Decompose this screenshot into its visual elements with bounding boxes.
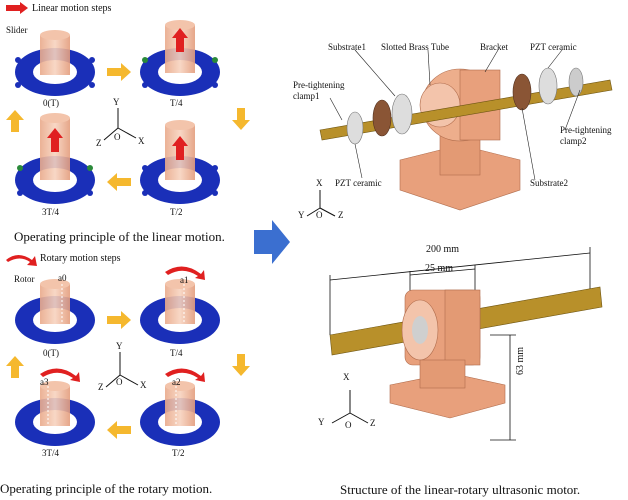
linear-legend-label: Linear motion steps [32, 3, 112, 14]
legend-curved-arrow-icon [6, 255, 37, 266]
axis-x-label: X [138, 136, 145, 146]
step-label: T/4 [170, 98, 183, 108]
step-label: 0(T) [43, 98, 59, 108]
linear-step-1 [140, 20, 220, 96]
step-arrow-up-icon [6, 356, 24, 378]
rotary-legend-label: Rotary motion steps [40, 253, 121, 264]
rotary-axes-icon [105, 352, 139, 388]
dimension-axes-icon [331, 390, 369, 424]
slider-label: Slider [6, 25, 28, 35]
bracket-label: Bracket [480, 42, 508, 52]
motor-exploded-view [306, 49, 613, 217]
step-arrow-left-icon [107, 173, 131, 191]
step-arrow-down-icon [232, 354, 250, 376]
slotted-tube-label: Slotted Brass Tube [381, 42, 450, 52]
length-dimension: 200 mm [426, 244, 460, 255]
linear-caption: Operating principle of the linear motion… [14, 229, 225, 244]
width-dimension: 25 mm [425, 263, 454, 274]
axis-x-label: X [316, 178, 323, 188]
rotary-step-3 [15, 368, 95, 446]
axis-o-label: O [114, 132, 121, 142]
up-arrow-icon [47, 128, 63, 152]
axis-x-label: X [140, 380, 147, 390]
step-label: T/2 [170, 207, 183, 217]
up-arrow-icon [172, 28, 188, 52]
rotate-arrow-icon [40, 368, 80, 382]
step-label: 3T/4 [42, 207, 59, 217]
axis-z-label: Z [96, 138, 102, 148]
step-arrow-up-icon [6, 110, 24, 132]
rotary-step-2 [140, 368, 220, 446]
clamp2-label: Pre-tightening clamp2 [560, 125, 612, 146]
axis-o-label: O [345, 420, 352, 430]
step-arrow-left-icon [107, 421, 131, 439]
point-label: a3 [40, 377, 49, 387]
linear-step-0 [15, 30, 95, 96]
height-dimension: 63 mm [515, 346, 526, 375]
rotary-caption: Operating principle of the rotary motion… [0, 481, 213, 496]
rotary-step-0 [15, 279, 95, 344]
axis-y-label: Y [113, 97, 120, 107]
axis-z-label: Z [370, 418, 376, 428]
step-arrow-down-icon [232, 108, 250, 130]
axis-z-label: Z [98, 382, 104, 392]
motor-assembled-view [329, 247, 603, 441]
point-label: a2 [172, 377, 181, 387]
step-label: T/2 [172, 448, 185, 458]
axis-y-label: Y [116, 341, 123, 351]
structure-caption: Structure of the linear-rotary ultrasoni… [340, 482, 581, 497]
structure-axes-icon [306, 190, 336, 217]
step-label: 3T/4 [42, 448, 59, 458]
legend-red-arrow-icon [6, 2, 28, 14]
axis-x-label: X [343, 372, 350, 382]
step-arrow-right-icon [107, 311, 131, 329]
rotary-step-1 [140, 266, 220, 344]
axis-o-label: O [116, 377, 123, 387]
point-label: a1 [180, 275, 189, 285]
rotate-arrow-icon [165, 266, 205, 280]
axis-y-label: Y [318, 417, 325, 427]
step-label: 0(T) [43, 348, 59, 358]
axis-o-label: O [316, 210, 323, 220]
pzt-top-label: PZT ceramic [530, 42, 577, 52]
substrate2-label: Substrate2 [530, 178, 568, 188]
pzt-bottom-label: PZT ceramic [335, 178, 382, 188]
substrate1-label: Substrate1 [328, 42, 366, 52]
rotary-motion-diagram [6, 255, 250, 446]
point-label: a0 [58, 273, 67, 283]
step-arrow-right-icon [107, 63, 131, 81]
linear-step-2 [140, 120, 220, 204]
up-arrow-icon [172, 136, 188, 160]
clamp1-label: Pre-tightening clamp1 [293, 80, 345, 101]
rotor-label: Rotor [14, 274, 35, 284]
axis-y-label: Y [298, 210, 305, 220]
center-arrow-icon [254, 220, 290, 264]
linear-motion-diagram [6, 2, 250, 204]
axis-z-label: Z [338, 210, 344, 220]
rotate-arrow-icon [165, 368, 205, 382]
linear-axes-icon [103, 108, 137, 141]
step-label: T/4 [170, 348, 183, 358]
linear-step-3 [15, 113, 95, 204]
